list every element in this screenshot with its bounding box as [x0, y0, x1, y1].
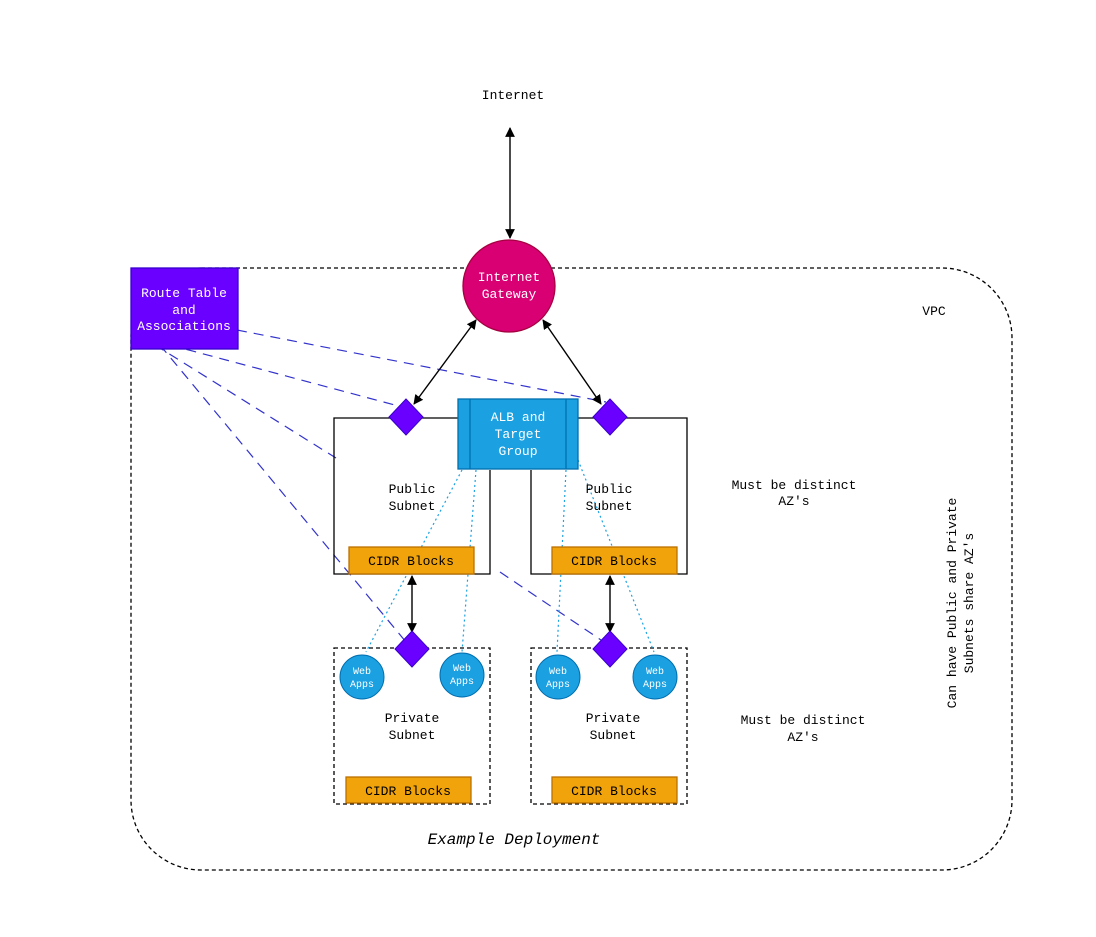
webapp-left-1-label-line1: Web [353, 666, 371, 678]
share-az-note-line1: Can have Public and Private [945, 498, 960, 709]
cidr-public-left [348, 546, 475, 575]
webapp-right-2 [632, 654, 678, 700]
webapp-right-2-label-line2: Apps [643, 680, 667, 691]
route-association-lines [154, 329, 607, 643]
webapp-left-2-label-line2: Apps [450, 677, 474, 688]
private-distinct-az-note-line2: AZ's [787, 730, 818, 745]
gateway-to-right-subnet-arrow [542, 319, 602, 405]
share-az-note-line2: Subnets share AZ's [962, 533, 977, 673]
public-right-association-diamond [592, 398, 628, 436]
cidr-private-left [345, 776, 472, 804]
cidr-private-right-label: CIDR Blocks [571, 784, 657, 799]
route-table-label-line1: Route Table [141, 286, 227, 301]
cidr-private-left-label: CIDR Blocks [365, 784, 451, 799]
public-distinct-az-note-line2: AZ's [778, 494, 809, 509]
route-table-label-line3: Associations [137, 319, 231, 334]
cidr-private-right [551, 776, 678, 804]
private-right-association-diamond [592, 630, 628, 668]
webapp-right-1 [535, 654, 581, 700]
public-subnet-left-label-line2: Subnet [389, 499, 436, 514]
public-subnet-left-label-line1: Public [389, 482, 436, 497]
internet-gateway-node [462, 239, 556, 333]
private-distinct-az-note-line1: Must be distinct [741, 713, 866, 728]
share-az-note: Can have Public and Private Subnets shar… [945, 498, 977, 709]
public-subnet-right-box [530, 417, 688, 575]
webapp-left-1 [339, 654, 385, 700]
public-left-association-diamond [388, 398, 424, 436]
alb-target-group-node [457, 398, 579, 470]
internet-gateway-label-line1: Internet [478, 270, 540, 285]
cidr-public-right-label: CIDR Blocks [571, 554, 657, 569]
webapp-left-2 [439, 652, 485, 698]
internet-gateway-label-line2: Gateway [482, 287, 537, 302]
webapp-right-1-label-line2: Apps [546, 680, 570, 691]
private-left-association-diamond [394, 630, 430, 668]
route-table-node [130, 267, 239, 350]
alb-label-line1: ALB and [491, 410, 546, 425]
webapp-left-2-label-line1: Web [453, 663, 471, 675]
public-subnet-left-box [333, 417, 491, 575]
vpc-boundary [130, 267, 1013, 871]
private-subnet-right-label-line2: Subnet [590, 728, 637, 743]
cidr-public-left-label: CIDR Blocks [368, 554, 454, 569]
private-subnet-left-label-line2: Subnet [389, 728, 436, 743]
route-table-label-line2: and [172, 303, 195, 318]
internet-label: Internet [482, 88, 544, 103]
private-subnet-left-label-line1: Private [385, 711, 440, 726]
gateway-to-left-subnet-arrow [413, 319, 477, 405]
webapp-left-1-label-line2: Apps [350, 680, 374, 691]
public-distinct-az-note-line1: Must be distinct [732, 478, 857, 493]
webapp-right-2-label-line1: Web [646, 666, 664, 678]
private-subnet-right-label-line1: Private [586, 711, 641, 726]
vpc-label: VPC [922, 304, 946, 319]
cidr-public-right [551, 546, 678, 575]
public-subnet-right-label-line1: Public [586, 482, 633, 497]
alb-label-line3: Group [498, 444, 537, 459]
alb-label-line2: Target [495, 427, 542, 442]
diagram-caption: Example Deployment [428, 831, 601, 849]
webapp-right-1-label-line1: Web [549, 666, 567, 678]
public-subnet-right-label-line2: Subnet [586, 499, 633, 514]
